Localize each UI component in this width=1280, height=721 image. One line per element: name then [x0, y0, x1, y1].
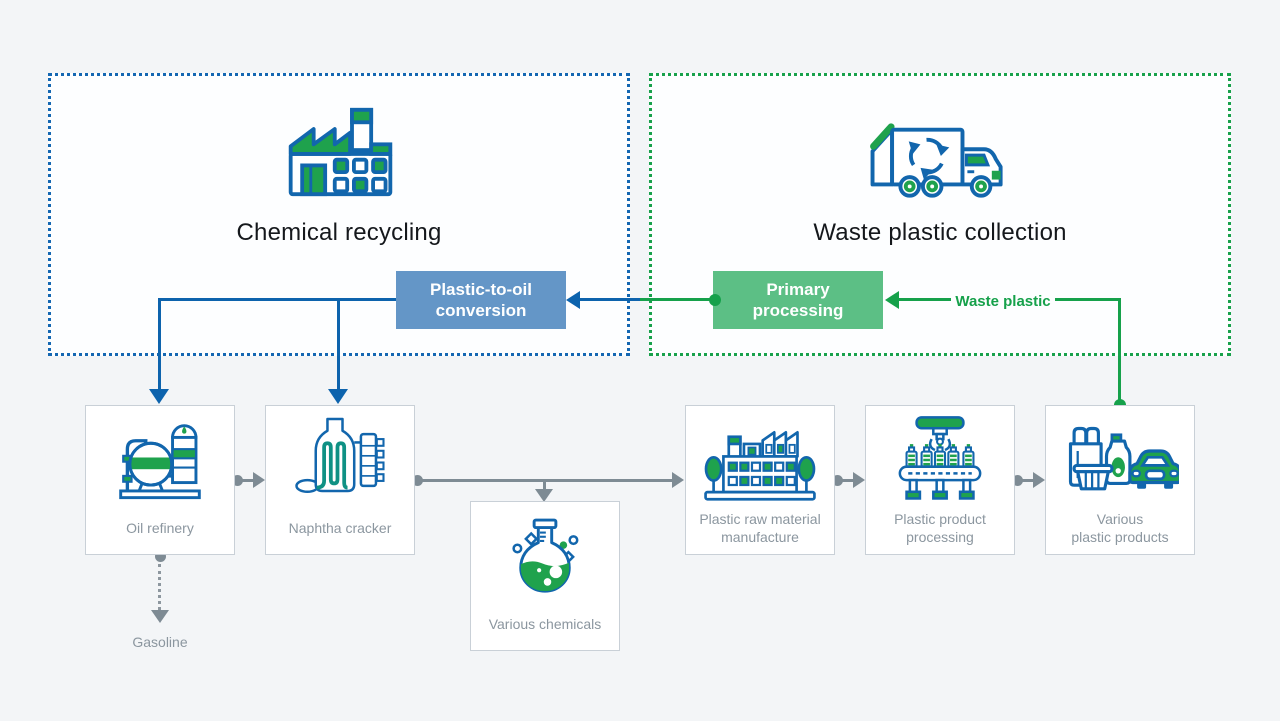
- arrowhead-into-oil-refinery: [149, 389, 169, 404]
- flow-line-green-left-of-label: [899, 298, 951, 301]
- station-label: Plastic raw material manufacture: [699, 511, 821, 545]
- station-label: Naphtha cracker: [288, 520, 392, 536]
- node-primary-processing: Primary processing: [713, 271, 883, 329]
- factory-icon: [288, 107, 393, 197]
- garbage-truck-icon: [870, 123, 1003, 198]
- arrowhead-into-primary-processing: [885, 291, 899, 309]
- zone-title-waste-plastic-collection: Waste plastic collection: [813, 219, 1067, 246]
- factory-building-icon: [686, 414, 834, 506]
- flow-branch-to-chemicals: [543, 479, 546, 491]
- node-plastic-to-oil-conversion: Plastic-to-oil conversion: [396, 271, 566, 329]
- arrowhead-to-naphtha-cracker: [253, 472, 265, 488]
- naphtha-cracker-icon: [266, 414, 414, 506]
- flow-dot-gasoline: [155, 551, 166, 562]
- station-plastic-raw-material: Plastic raw material manufacture: [685, 405, 835, 555]
- station-plastic-product-processing: Plastic product processing: [865, 405, 1015, 555]
- oil-refinery-icon: [86, 414, 234, 506]
- flow-line-blue-into-conversion: [578, 298, 640, 301]
- zone-title-chemical-recycling: Chemical recycling: [236, 219, 442, 246]
- arrowhead-to-raw-material: [672, 472, 684, 488]
- flow-line-refinery-to-cracker: [237, 479, 254, 482]
- arrowhead-to-various-products: [1033, 472, 1045, 488]
- molding-machine-icon: [866, 414, 1014, 506]
- flow-dotted-line-gasoline: [158, 564, 161, 610]
- gasoline-label: Gasoline: [132, 634, 188, 650]
- flow-line-rawmaterial-to-processing: [837, 479, 854, 482]
- station-label: Oil refinery: [126, 520, 194, 536]
- station-various-chemicals: Various chemicals: [470, 501, 620, 651]
- station-various-plastic-products: Various plastic products: [1045, 405, 1195, 555]
- arrowhead-to-product-processing: [853, 472, 865, 488]
- station-oil-refinery: Oil refinery: [85, 405, 235, 555]
- flow-line-green-from-primary: [640, 298, 713, 301]
- plastic-products-car-icon: [1046, 414, 1194, 506]
- arrowhead-to-gasoline: [151, 610, 169, 623]
- flow-line-blue-drop-naphtha-cracker: [337, 301, 340, 391]
- flow-line-blue-horizontal: [158, 298, 396, 301]
- flow-line-green-right-of-label: [1055, 298, 1121, 301]
- flow-line-blue-drop-oil-refinery: [158, 298, 161, 391]
- waste-plastic-label: Waste plastic: [955, 293, 1051, 310]
- station-naphtha-cracker: Naphtha cracker: [265, 405, 415, 555]
- arrowhead-to-various-chemicals: [535, 489, 553, 502]
- station-label: Plastic product processing: [894, 511, 986, 545]
- flow-line-green-from-products: [1118, 298, 1121, 401]
- flow-line-processing-to-products: [1017, 479, 1034, 482]
- flask-icon: [471, 510, 619, 602]
- flow-dot-primary-processing: [709, 294, 721, 306]
- arrowhead-into-conversion: [566, 291, 580, 309]
- station-label: Various plastic products: [1071, 511, 1169, 545]
- arrowhead-into-naphtha-cracker: [328, 389, 348, 404]
- station-label: Various chemicals: [488, 616, 602, 632]
